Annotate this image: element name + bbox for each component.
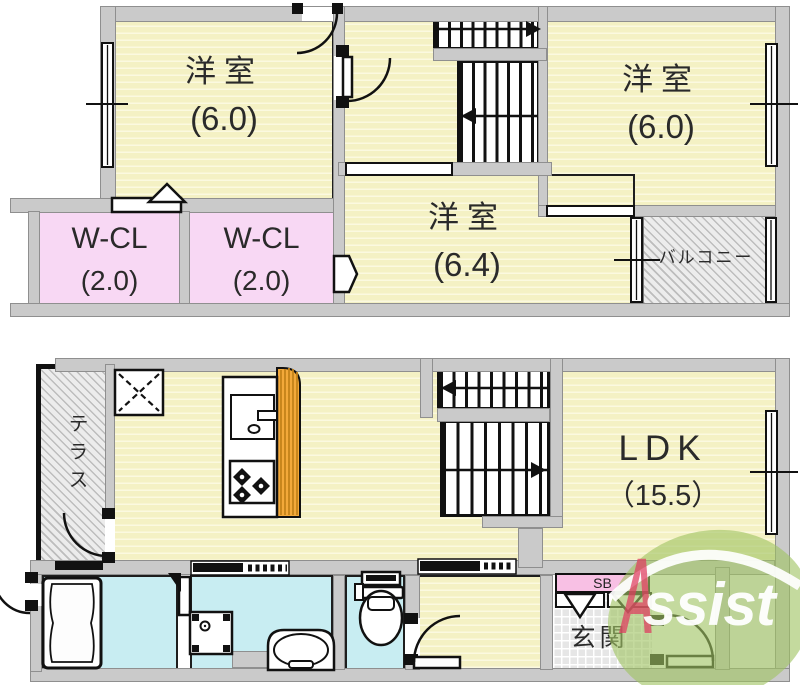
- door-lower-hall: [404, 613, 462, 670]
- door-exterior-left: [0, 572, 38, 615]
- wall: [482, 516, 563, 528]
- room-label-western-left: 洋室 (6.0): [118, 50, 330, 143]
- room-label-ldk: LDK （15.5）: [578, 424, 748, 517]
- toilet: [354, 570, 405, 647]
- room-label-wcl-right: W-CL (2.0): [192, 217, 331, 301]
- room-name: テラス: [65, 413, 87, 497]
- sliding-opening: [345, 162, 453, 176]
- sliding-doors: [55, 558, 517, 576]
- room-label-terrace: テラス: [58, 405, 90, 505]
- lower-stairs-main: [440, 420, 550, 517]
- room-area: (6.0): [190, 99, 258, 137]
- wall: [420, 358, 433, 418]
- door-upper-left-room: [292, 3, 343, 55]
- washing-machine-pan: [188, 610, 234, 656]
- kitchen-counter: [221, 367, 301, 519]
- door-opening: [334, 56, 345, 100]
- wall: [333, 575, 345, 670]
- room-name: W-CL: [223, 222, 300, 255]
- room-name: 洋室: [185, 54, 263, 89]
- wall: [433, 48, 547, 61]
- door-wcl-right: [332, 254, 359, 294]
- room-label-western-right: 洋室 (6.0): [555, 58, 767, 151]
- terrace-area: [36, 364, 113, 566]
- balcony-area: [643, 215, 768, 305]
- logo-letter-a: A: [619, 535, 655, 656]
- shoe-box-label: SB: [593, 575, 612, 591]
- room-area: (2.0): [80, 264, 139, 296]
- room-label-wcl-left: W-CL (2.0): [42, 217, 177, 301]
- wall: [10, 303, 790, 317]
- room-western-6-0-left: [114, 18, 334, 200]
- watermark-logo: A ssist: [607, 529, 800, 685]
- bathtub: [41, 576, 103, 670]
- door-upper-hall: [336, 45, 392, 108]
- wall: [518, 528, 543, 568]
- kitchen-faucet: [257, 410, 278, 421]
- door-opening: [105, 514, 115, 558]
- door-bathroom-folding: [168, 573, 192, 617]
- bathroom-window: [55, 561, 103, 570]
- stair-arrows: [435, 21, 548, 478]
- room-area: (6.4): [433, 245, 501, 283]
- room-name: バルコニー: [658, 248, 754, 267]
- vanity-sink: [266, 628, 336, 672]
- door-terrace: [62, 508, 115, 563]
- room-area: （15.5）: [605, 479, 721, 512]
- wall: [540, 575, 553, 670]
- door-opening: [302, 7, 333, 21]
- room-label-balcony: バルコニー: [640, 246, 772, 271]
- refrigerator-space: [113, 368, 165, 417]
- wall: [437, 408, 550, 422]
- room-area: (2.0): [232, 264, 291, 296]
- room-name: 洋室: [622, 62, 700, 97]
- room-label-western-middle: 洋室 (6.4): [372, 196, 562, 289]
- room-name: W-CL: [71, 222, 148, 255]
- room-western-6-4: [343, 174, 635, 305]
- room-area: (6.0): [627, 107, 695, 145]
- sliding-opening: [546, 205, 635, 217]
- room-name: 洋室: [428, 200, 506, 235]
- logo-text: ssist: [643, 571, 779, 638]
- door-wcl-left: [110, 182, 189, 214]
- window-marks: [86, 45, 798, 532]
- room-name: LDK: [618, 429, 708, 468]
